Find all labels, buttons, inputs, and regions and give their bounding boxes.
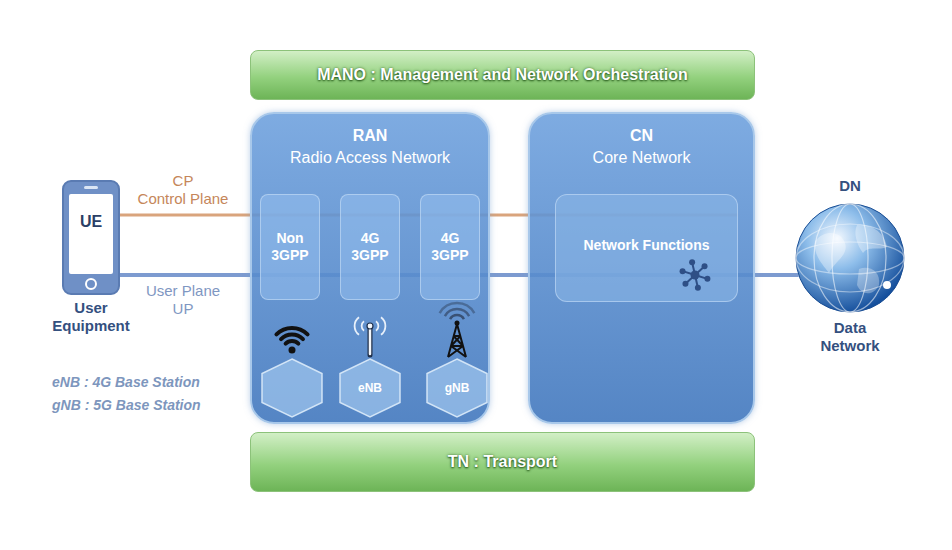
access-label: Non 3GPP [271, 230, 308, 264]
access-box: Non 3GPP [260, 194, 320, 300]
band-title: MANO : Management and Network Orchestrat… [317, 65, 688, 84]
user-equipment: UEUser Equipment [62, 180, 120, 295]
access-label: 4G 3GPP [431, 230, 468, 264]
base-station-hexagon: eNB [340, 359, 400, 417]
legend-note: eNB : 4G Base Station [52, 374, 200, 391]
network-caption: Data Network [820, 319, 879, 355]
device-caption: User Equipment [52, 299, 130, 335]
network-region: RAN Radio Access NetworkNon 3GPP 4G 3GPP 4G… [250, 112, 490, 424]
plane-label: User Plane UP [146, 282, 220, 318]
device-label: UE [80, 212, 102, 231]
function-box: Network Functions [555, 194, 738, 302]
region-subtitle: Core Network [593, 148, 691, 167]
phone-outline [64, 182, 118, 293]
base-station-hexagon: gNB [427, 359, 487, 417]
network-icon [675, 255, 715, 295]
management-band: MANO : Management and Network Orchestrat… [250, 50, 755, 100]
station-label: eNB [358, 381, 382, 395]
access-box: 4G 3GPP [420, 194, 480, 300]
region-heading: CN [630, 126, 653, 145]
function-label: Network Functions [583, 237, 709, 254]
plane-label: CP Control Plane [138, 172, 229, 208]
band-title: TN : Transport [448, 452, 557, 471]
transport-band: TN : Transport [250, 432, 755, 492]
access-box: 4G 3GPP [340, 194, 400, 300]
station-label: gNB [445, 381, 470, 395]
globe-illustration [795, 203, 905, 313]
data-network-globe: DNData Network [795, 203, 905, 313]
access-label: 4G 3GPP [351, 230, 388, 264]
legend-note: gNB : 5G Base Station [52, 397, 201, 414]
network-label: DN [839, 177, 861, 195]
region-subtitle: Radio Access Network [290, 148, 450, 167]
region-heading: RAN [353, 126, 388, 145]
network-region: CN Core NetworkNetwork Functions [528, 112, 755, 424]
